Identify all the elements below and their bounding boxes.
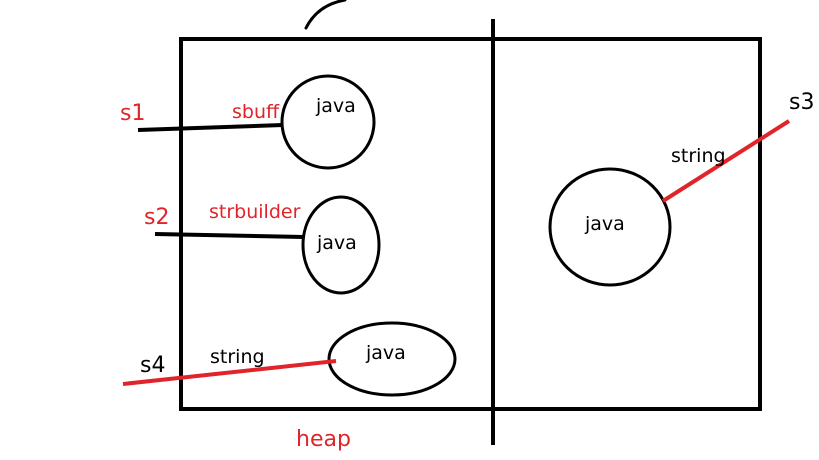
string-right-object-circle — [548, 167, 672, 287]
label-s4: s4 — [140, 353, 166, 378]
label-strbuilder: strbuilder — [209, 201, 301, 223]
s3-reference-line — [661, 119, 791, 203]
s4-reference-line — [122, 359, 337, 386]
strbuilder-object-circle — [301, 195, 381, 295]
label-java-string-right: java — [585, 213, 625, 235]
label-s2: s2 — [144, 205, 170, 230]
label-java-sbuff: java — [316, 95, 356, 117]
label-string-left: string — [210, 346, 265, 368]
label-heap: heap — [296, 427, 351, 452]
sbuff-object-circle — [280, 74, 376, 170]
label-string-right: string — [671, 145, 726, 167]
top-curve-stroke — [304, 0, 347, 30]
s1-reference-line — [137, 123, 284, 132]
string-left-object-ellipse — [327, 321, 457, 397]
label-s1: s1 — [120, 101, 146, 126]
s2-reference-line — [154, 232, 305, 239]
label-s3: s3 — [789, 90, 815, 115]
label-java-strbuilder: java — [317, 232, 357, 254]
label-java-string-left: java — [366, 342, 406, 364]
heap-box — [179, 37, 762, 411]
label-sbuff: sbuff — [232, 101, 280, 123]
